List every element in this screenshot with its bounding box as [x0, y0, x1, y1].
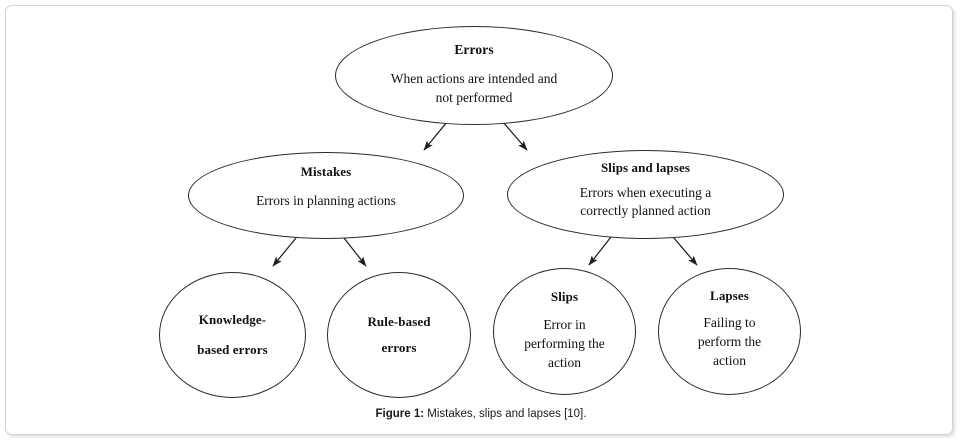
edge-mistakes-to-rule-based-errors	[343, 237, 367, 267]
node-slips-body-line1: Error in	[543, 317, 586, 332]
figure-caption-label: Figure 1:	[375, 408, 425, 420]
node-rule-based-errors-title-line2: errors	[381, 340, 417, 355]
node-slips-body-line2: performing the	[524, 336, 605, 351]
node-errors-body-line2: not performed	[435, 90, 513, 105]
node-knowledge-based-errors[interactable]: Knowledge- based errors	[159, 272, 306, 398]
node-slips-body: Error in performing the action	[524, 315, 605, 372]
node-mistakes-body-line1: Errors in planning actions	[256, 193, 396, 208]
node-mistakes[interactable]: Mistakes Errors in planning actions	[188, 152, 464, 239]
node-mistakes-title: Mistakes	[300, 164, 352, 179]
node-slips-and-lapses-title: Slips and lapses	[600, 160, 691, 175]
node-lapses[interactable]: Lapses Failing to perform the action	[658, 268, 801, 395]
node-rule-based-errors-title: Rule-based errors	[367, 309, 430, 361]
node-knowledge-based-errors-title-line2: based errors	[197, 342, 268, 357]
node-slips-and-lapses-body: Errors when executing a correctly planne…	[580, 184, 712, 220]
node-slips-title: Slips	[550, 289, 579, 304]
edge-errors-to-mistakes	[423, 121, 448, 151]
node-knowledge-based-errors-title-line1: Knowledge-	[198, 312, 267, 327]
edge-slips-and-lapses-to-slips	[588, 236, 612, 266]
node-lapses-body: Failing to perform the action	[698, 313, 761, 370]
node-lapses-body-line2: perform the	[697, 334, 762, 349]
node-errors[interactable]: Errors When actions are intended and not…	[335, 26, 613, 125]
node-errors-body-line1: When actions are intended and	[390, 71, 558, 86]
node-lapses-body-line1: Failing to	[703, 315, 756, 330]
node-rule-based-errors-title-line1: Rule-based	[367, 314, 431, 329]
node-lapses-title: Lapses	[710, 288, 749, 303]
node-slips-and-lapses[interactable]: Slips and lapses Errors when executing a…	[507, 150, 784, 239]
node-slips-and-lapses-body-line1: Errors when executing a	[579, 185, 712, 200]
node-slips-body-line3: action	[547, 355, 581, 370]
node-slips-and-lapses-body-line2: correctly planned action	[580, 203, 711, 218]
node-slips[interactable]: Slips Error in performing the action	[493, 268, 636, 395]
node-lapses-body-line3: action	[712, 353, 746, 368]
edge-errors-to-slips-and-lapses	[502, 121, 528, 151]
node-errors-body: When actions are intended and not perfor…	[391, 69, 557, 107]
edge-mistakes-to-knowledge-based-errors	[272, 237, 297, 267]
node-mistakes-body: Errors in planning actions	[256, 192, 396, 210]
node-knowledge-based-errors-title: Knowledge- based errors	[197, 305, 268, 365]
figure-caption-text: Mistakes, slips and lapses [10].	[424, 408, 587, 420]
node-rule-based-errors[interactable]: Rule-based errors	[327, 272, 471, 398]
edge-slips-and-lapses-to-lapses	[672, 236, 698, 266]
node-errors-title: Errors	[454, 42, 494, 57]
figure-caption: Figure 1: Mistakes, slips and lapses [10…	[0, 408, 962, 420]
